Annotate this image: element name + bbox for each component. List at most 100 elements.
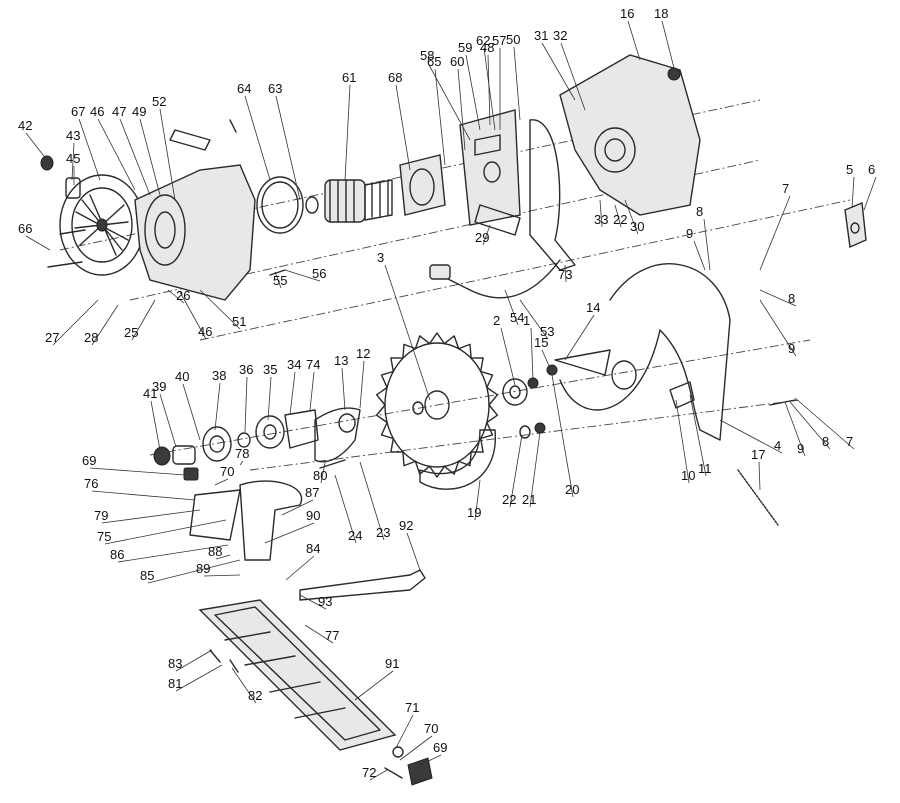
leader-line (309, 371, 315, 411)
part-callout: 73 (558, 267, 572, 282)
part-callout: 35 (263, 362, 277, 377)
riving-knife (419, 429, 496, 490)
leader-line (304, 624, 334, 644)
leader-line (320, 462, 326, 484)
leader-line (150, 400, 161, 451)
leader-line (159, 108, 176, 201)
leader-line (474, 479, 481, 521)
leader-line (519, 299, 549, 340)
leader-line (529, 431, 541, 508)
leader-line (487, 54, 491, 126)
part-callout: 34 (287, 357, 301, 372)
part-callout: 18 (654, 6, 668, 21)
leader-line (334, 474, 357, 544)
part-callout: 39 (152, 379, 166, 394)
part-callout: 81 (168, 676, 182, 691)
part-callout: 68 (388, 70, 402, 85)
part-callout: 15 (534, 335, 548, 350)
part-callout: 36 (239, 362, 253, 377)
part-callout: 23 (376, 525, 390, 540)
leader-line (354, 670, 394, 701)
bevel-bracket (183, 467, 303, 561)
bearing-ring (256, 176, 319, 234)
leader-line (97, 118, 136, 191)
part-callout: 6 (868, 162, 875, 177)
leader-line (52, 299, 99, 346)
part-callout: 80 (313, 468, 327, 483)
leader-line (231, 667, 257, 704)
knob (40, 155, 81, 199)
part-callout: 89 (196, 561, 210, 576)
part-callout: 16 (620, 6, 634, 21)
leader-line (560, 42, 586, 111)
brush-plate (459, 109, 521, 226)
part-callout: 22 (613, 212, 627, 227)
leader-line (551, 374, 574, 498)
part-callout: 82 (248, 688, 262, 703)
leader-line (264, 522, 315, 544)
leader-line (214, 382, 221, 431)
leader-line (267, 376, 272, 421)
part-callout: 62 (476, 33, 490, 48)
leader-line (434, 68, 446, 166)
part-callout: 45 (66, 151, 80, 166)
leader-line (369, 769, 388, 781)
part-callout: 31 (534, 28, 548, 43)
part-callout: 22 (502, 492, 516, 507)
fan-cover (59, 174, 145, 276)
part-callout: 29 (475, 230, 489, 245)
leader-line (117, 544, 229, 563)
leader-line (719, 419, 783, 454)
part-callout: 74 (306, 357, 320, 372)
leader-line (465, 54, 481, 131)
part-callout: 20 (565, 482, 579, 497)
leader-line (71, 142, 75, 181)
part-callout: 78 (235, 446, 249, 461)
part-callout: 58 (420, 48, 434, 63)
leader-line (91, 304, 119, 346)
leader-line (167, 289, 185, 304)
leader-line (564, 314, 595, 361)
leader-line (530, 327, 534, 381)
leader-line (509, 434, 523, 508)
leader-line (104, 519, 227, 545)
leader-line (344, 84, 351, 181)
leader-line (274, 271, 282, 289)
part-callout: 32 (553, 28, 567, 43)
leader-line (614, 204, 622, 228)
part-callout: 50 (506, 32, 520, 47)
leader-line (427, 62, 471, 141)
part-callout: 49 (132, 104, 146, 119)
part-callout: 53 (540, 324, 554, 339)
part-callout: 69 (433, 740, 447, 755)
part-callout: 7 (846, 434, 853, 449)
leader-line (341, 367, 346, 411)
part-callout: 26 (176, 288, 190, 303)
part-callout: 59 (458, 40, 472, 55)
part-callout: 60 (450, 54, 464, 69)
leader-line (406, 532, 421, 571)
part-callout: 91 (385, 656, 399, 671)
leader-line (504, 289, 519, 326)
part-callout: 86 (110, 547, 124, 562)
leader-line (299, 594, 327, 610)
leader-line (541, 42, 576, 101)
part-callout: 12 (356, 346, 370, 361)
leader-line (500, 327, 516, 386)
leader-line (689, 394, 707, 477)
part-callout: 65 (427, 54, 441, 69)
leader-line (214, 478, 229, 486)
leader-line (175, 649, 213, 672)
leader-line (482, 224, 491, 246)
part-callout: 30 (630, 219, 644, 234)
part-callout: 9 (797, 441, 804, 456)
part-callout: 11 (698, 461, 712, 476)
leader-line (759, 299, 797, 357)
leader-line (203, 574, 241, 577)
part-callout: 90 (306, 508, 320, 523)
leader-line (483, 47, 496, 131)
part-callout: 93 (318, 594, 332, 609)
part-callout: 64 (237, 81, 251, 96)
part-callout: 1 (523, 313, 530, 328)
